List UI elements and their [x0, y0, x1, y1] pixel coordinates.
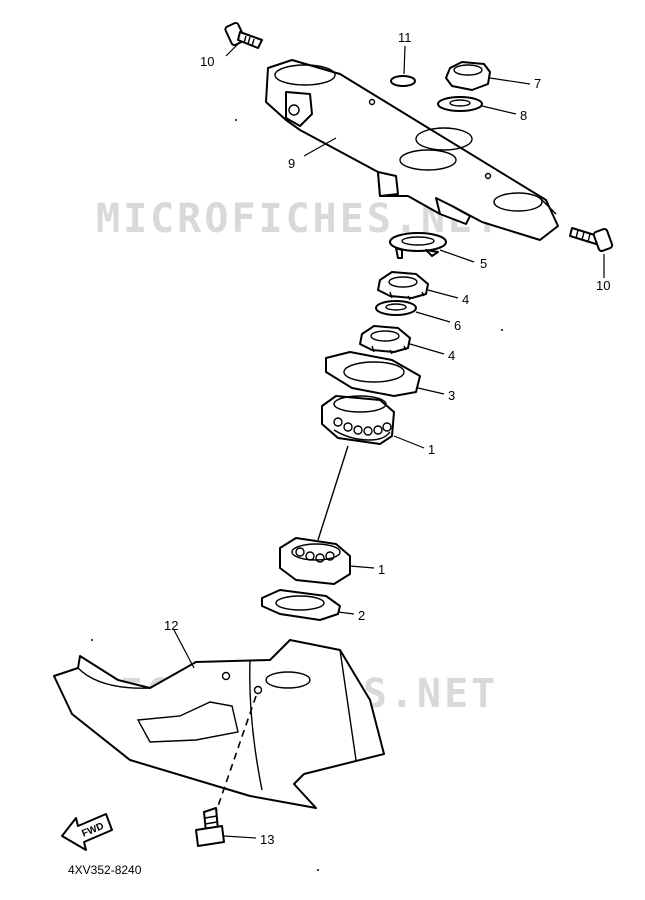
ball-row-lower [295, 547, 335, 563]
steering-axis-line [317, 445, 349, 541]
guard-bolt [195, 807, 225, 847]
callout-1-upper: 1 [428, 442, 435, 457]
callout-7: 7 [534, 76, 541, 91]
callout-11: 11 [398, 30, 412, 45]
callout-13: 13 [260, 832, 274, 847]
lock-washer [389, 232, 447, 259]
callout-10-right: 10 [596, 278, 610, 293]
callout-9: 9 [288, 156, 295, 171]
leader-lines [173, 41, 605, 839]
bearing-upper [321, 395, 395, 445]
bolt-mount-line [215, 695, 257, 813]
bolt-right [569, 227, 614, 252]
steering-nut [445, 61, 491, 91]
dot-mark [91, 639, 93, 641]
bearing-cover [325, 351, 421, 397]
dot-mark [317, 869, 319, 871]
callout-12: 12 [164, 618, 178, 633]
dust-seal [261, 589, 341, 621]
bearing-lower [279, 537, 351, 585]
callout-4-upper: 4 [462, 292, 469, 307]
cap [390, 75, 416, 87]
callout-4-lower: 4 [448, 348, 455, 363]
ball-row-upper [333, 417, 392, 436]
washer [437, 96, 483, 112]
fwd-arrow-icon: FWD [61, 813, 113, 851]
diagram-code: 4XV352-8240 [68, 863, 142, 877]
callout-5: 5 [480, 256, 487, 271]
rubber-washer [375, 300, 417, 316]
bolt-upper-left [224, 21, 263, 49]
callout-3: 3 [448, 388, 455, 403]
ring-nut-lower [359, 325, 411, 355]
callout-1-lower: 1 [378, 562, 385, 577]
dot-mark [235, 119, 237, 121]
callout-10-top: 10 [200, 54, 214, 69]
under-guard [53, 639, 385, 809]
ring-nut-upper [377, 271, 429, 301]
upper-bracket [265, 59, 559, 241]
dot-mark [501, 329, 503, 331]
callout-8: 8 [520, 108, 527, 123]
callout-2: 2 [358, 608, 365, 623]
callout-6: 6 [454, 318, 461, 333]
